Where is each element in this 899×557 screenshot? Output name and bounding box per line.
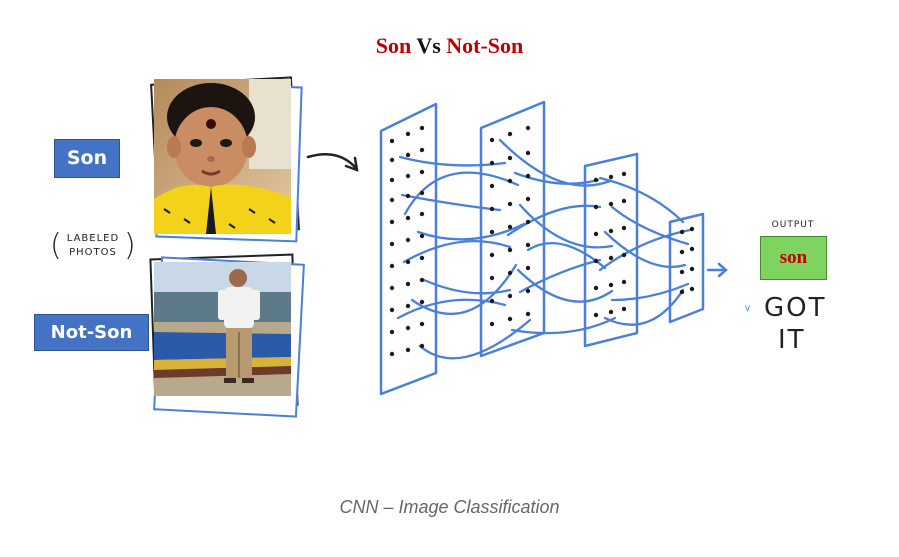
labeled-photos-note: LABELED PHOTOS xyxy=(56,232,130,260)
title-son: Son xyxy=(375,33,412,58)
right-paren: ) xyxy=(124,228,136,263)
son-photo-stack xyxy=(148,76,308,243)
not-son-label: Not-Son xyxy=(34,314,149,351)
it-line: IT xyxy=(778,325,806,355)
check-mark-icon: v xyxy=(745,303,750,314)
son-label: Son xyxy=(54,139,120,178)
curved-arrow-icon xyxy=(306,153,359,172)
output-label: OUTPUT xyxy=(771,220,815,230)
network-neurons xyxy=(389,125,695,357)
labeled-line: LABELED xyxy=(66,233,120,244)
figure-caption: CNN – Image Classification xyxy=(339,497,560,517)
not-son-photo xyxy=(154,262,291,396)
diagram-title: Son Vs Not-Son xyxy=(0,33,899,59)
not-son-photo-stack xyxy=(148,253,308,418)
title-not-son: Not-Son xyxy=(446,33,524,58)
layer-plane-4 xyxy=(668,212,705,324)
photos-line: PHOTOS xyxy=(69,247,117,258)
arrow-right-icon xyxy=(706,262,728,278)
layer-plane-1 xyxy=(379,102,438,396)
left-paren: ( xyxy=(50,228,62,263)
output-value-box: son xyxy=(760,236,827,280)
got-it-note: GOT IT xyxy=(764,292,834,356)
layer-plane-3 xyxy=(583,152,639,348)
son-photo xyxy=(154,79,291,234)
son-photo-image xyxy=(154,79,291,234)
got-line: GOT xyxy=(764,293,827,323)
not-son-photo-image xyxy=(154,262,291,396)
title-vs: Vs xyxy=(416,33,441,58)
